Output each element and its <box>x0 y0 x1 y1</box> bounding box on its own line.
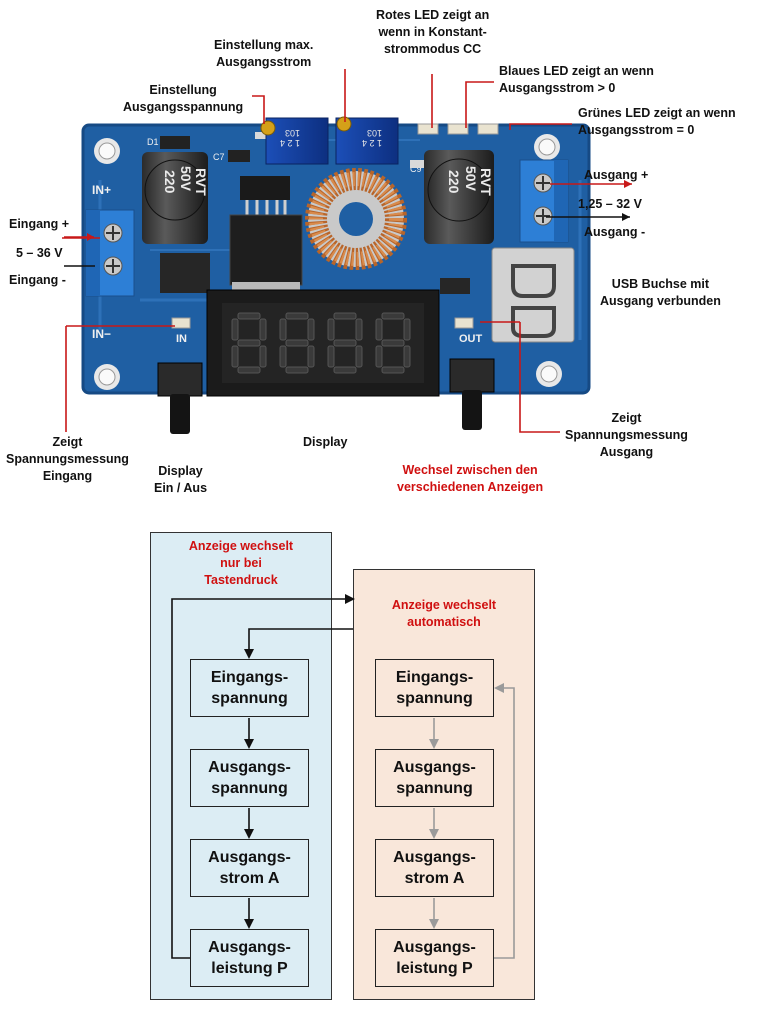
digit-4-segment-2 <box>381 339 405 347</box>
digit-1-segment-6 <box>231 345 239 368</box>
digit-4-segment-5 <box>403 318 411 341</box>
label-output-plus: Ausgang + <box>584 168 649 182</box>
regulator-ic <box>229 176 303 290</box>
capacitor-left: 220 50V RVT <box>142 152 209 244</box>
svg-text:1 2 4: 1 2 4 <box>280 138 300 148</box>
led-output <box>454 317 474 329</box>
button-mode-switch <box>449 358 495 430</box>
label-display: Display <box>303 435 348 449</box>
digit-3-segment-6 <box>327 345 335 368</box>
digit-1-segment-1 <box>237 312 261 320</box>
svg-text:RVT: RVT <box>193 168 209 196</box>
smd-parts <box>160 132 470 294</box>
digit-3-segment-2 <box>333 339 357 347</box>
input-terminal-block <box>85 209 135 297</box>
svg-text:220: 220 <box>446 170 462 194</box>
label-output-range: 1,25 – 32 V <box>578 197 642 211</box>
panel-manual-switch <box>150 532 332 1000</box>
digit-1-segment-4 <box>231 318 239 341</box>
toroid-inductor <box>305 168 407 270</box>
usb-socket <box>491 247 575 343</box>
digit-1-segment-3 <box>237 366 261 374</box>
right-box-output-power: Ausgangs-leistung P <box>375 929 494 987</box>
digit-1-segment-5 <box>259 318 267 341</box>
digit-4-segment-1 <box>381 312 405 320</box>
digit-4-segment-3 <box>381 366 405 374</box>
left-box-output-power: Ausgangs-leistung P <box>190 929 309 987</box>
output-terminal-block <box>519 159 569 243</box>
label-input-plus: Eingang + <box>9 217 70 231</box>
digit-4-segment-6 <box>375 345 383 368</box>
digit-1-segment-7 <box>259 345 267 368</box>
left-flow-arrows <box>171 594 355 959</box>
digit-2-segment-7 <box>307 345 315 368</box>
svg-text:50V: 50V <box>463 166 479 192</box>
digit-3-segment-3 <box>333 366 357 374</box>
digit-2-segment-4 <box>279 318 287 341</box>
svg-text:103: 103 <box>367 128 382 138</box>
right-flow-arrows <box>429 683 515 959</box>
label-output-minus: Ausgang - <box>584 225 646 239</box>
silk-c9: C9 <box>410 164 422 174</box>
module-board-illustration: IN+ IN− IN OUT C7 C9 D1 220 50V RVT 220 … <box>62 69 632 434</box>
label-max-current: Einstellung max.Ausgangsstrom <box>214 38 314 69</box>
silk-in-plus: IN+ <box>92 183 111 197</box>
potentiometer-voltage: 103 1 2 4 <box>260 117 329 165</box>
svg-text:50V: 50V <box>178 166 194 192</box>
panel-auto-switch <box>353 569 535 1000</box>
display-digits <box>231 312 411 374</box>
digit-1-segment-2 <box>237 339 261 347</box>
right-box-input-voltage: Eingangs-spannung <box>375 659 494 717</box>
left-box-output-voltage: Ausgangs-spannung <box>190 749 309 807</box>
right-box-output-voltage: Ausgangs-spannung <box>375 749 494 807</box>
digit-4-segment-4 <box>375 318 383 341</box>
silk-in: IN <box>176 333 187 345</box>
annotation-lines <box>62 69 572 433</box>
mounting-holes <box>94 134 562 390</box>
svg-text:220: 220 <box>162 170 178 194</box>
digit-3-segment-7 <box>355 345 363 368</box>
svg-text:103: 103 <box>285 128 300 138</box>
led-input <box>171 317 191 329</box>
digit-3-segment-4 <box>327 318 335 341</box>
silk-c7: C7 <box>213 152 225 162</box>
digit-2-segment-2 <box>285 339 309 347</box>
capacitor-right: 220 50V RVT <box>424 150 494 244</box>
svg-text:RVT: RVT <box>478 168 494 196</box>
digit-3-segment-1 <box>333 312 357 320</box>
digit-2-segment-6 <box>279 345 287 368</box>
svg-text:1 2 4: 1 2 4 <box>362 138 382 148</box>
right-box-output-current: Ausgangs-strom A <box>375 839 494 897</box>
arrows-io <box>64 180 632 267</box>
left-box-output-current: Ausgangs-strom A <box>190 839 309 897</box>
silk-in-minus: IN− <box>92 327 111 341</box>
digit-2-segment-1 <box>285 312 309 320</box>
button-display-onoff <box>157 362 203 434</box>
label-input-range: 5 – 36 V <box>16 246 63 260</box>
status-leds <box>417 123 499 135</box>
silk-d1: D1 <box>147 137 159 147</box>
potentiometer-current: 103 1 2 4 <box>335 116 399 165</box>
digit-3-segment-5 <box>355 318 363 341</box>
left-box-input-voltage: Eingangs-spannung <box>190 659 309 717</box>
silk-out: OUT <box>459 333 483 345</box>
digit-2-segment-5 <box>307 318 315 341</box>
label-input-minus: Eingang - <box>9 273 66 287</box>
digit-2-segment-3 <box>285 366 309 374</box>
digit-4-segment-7 <box>403 345 411 368</box>
